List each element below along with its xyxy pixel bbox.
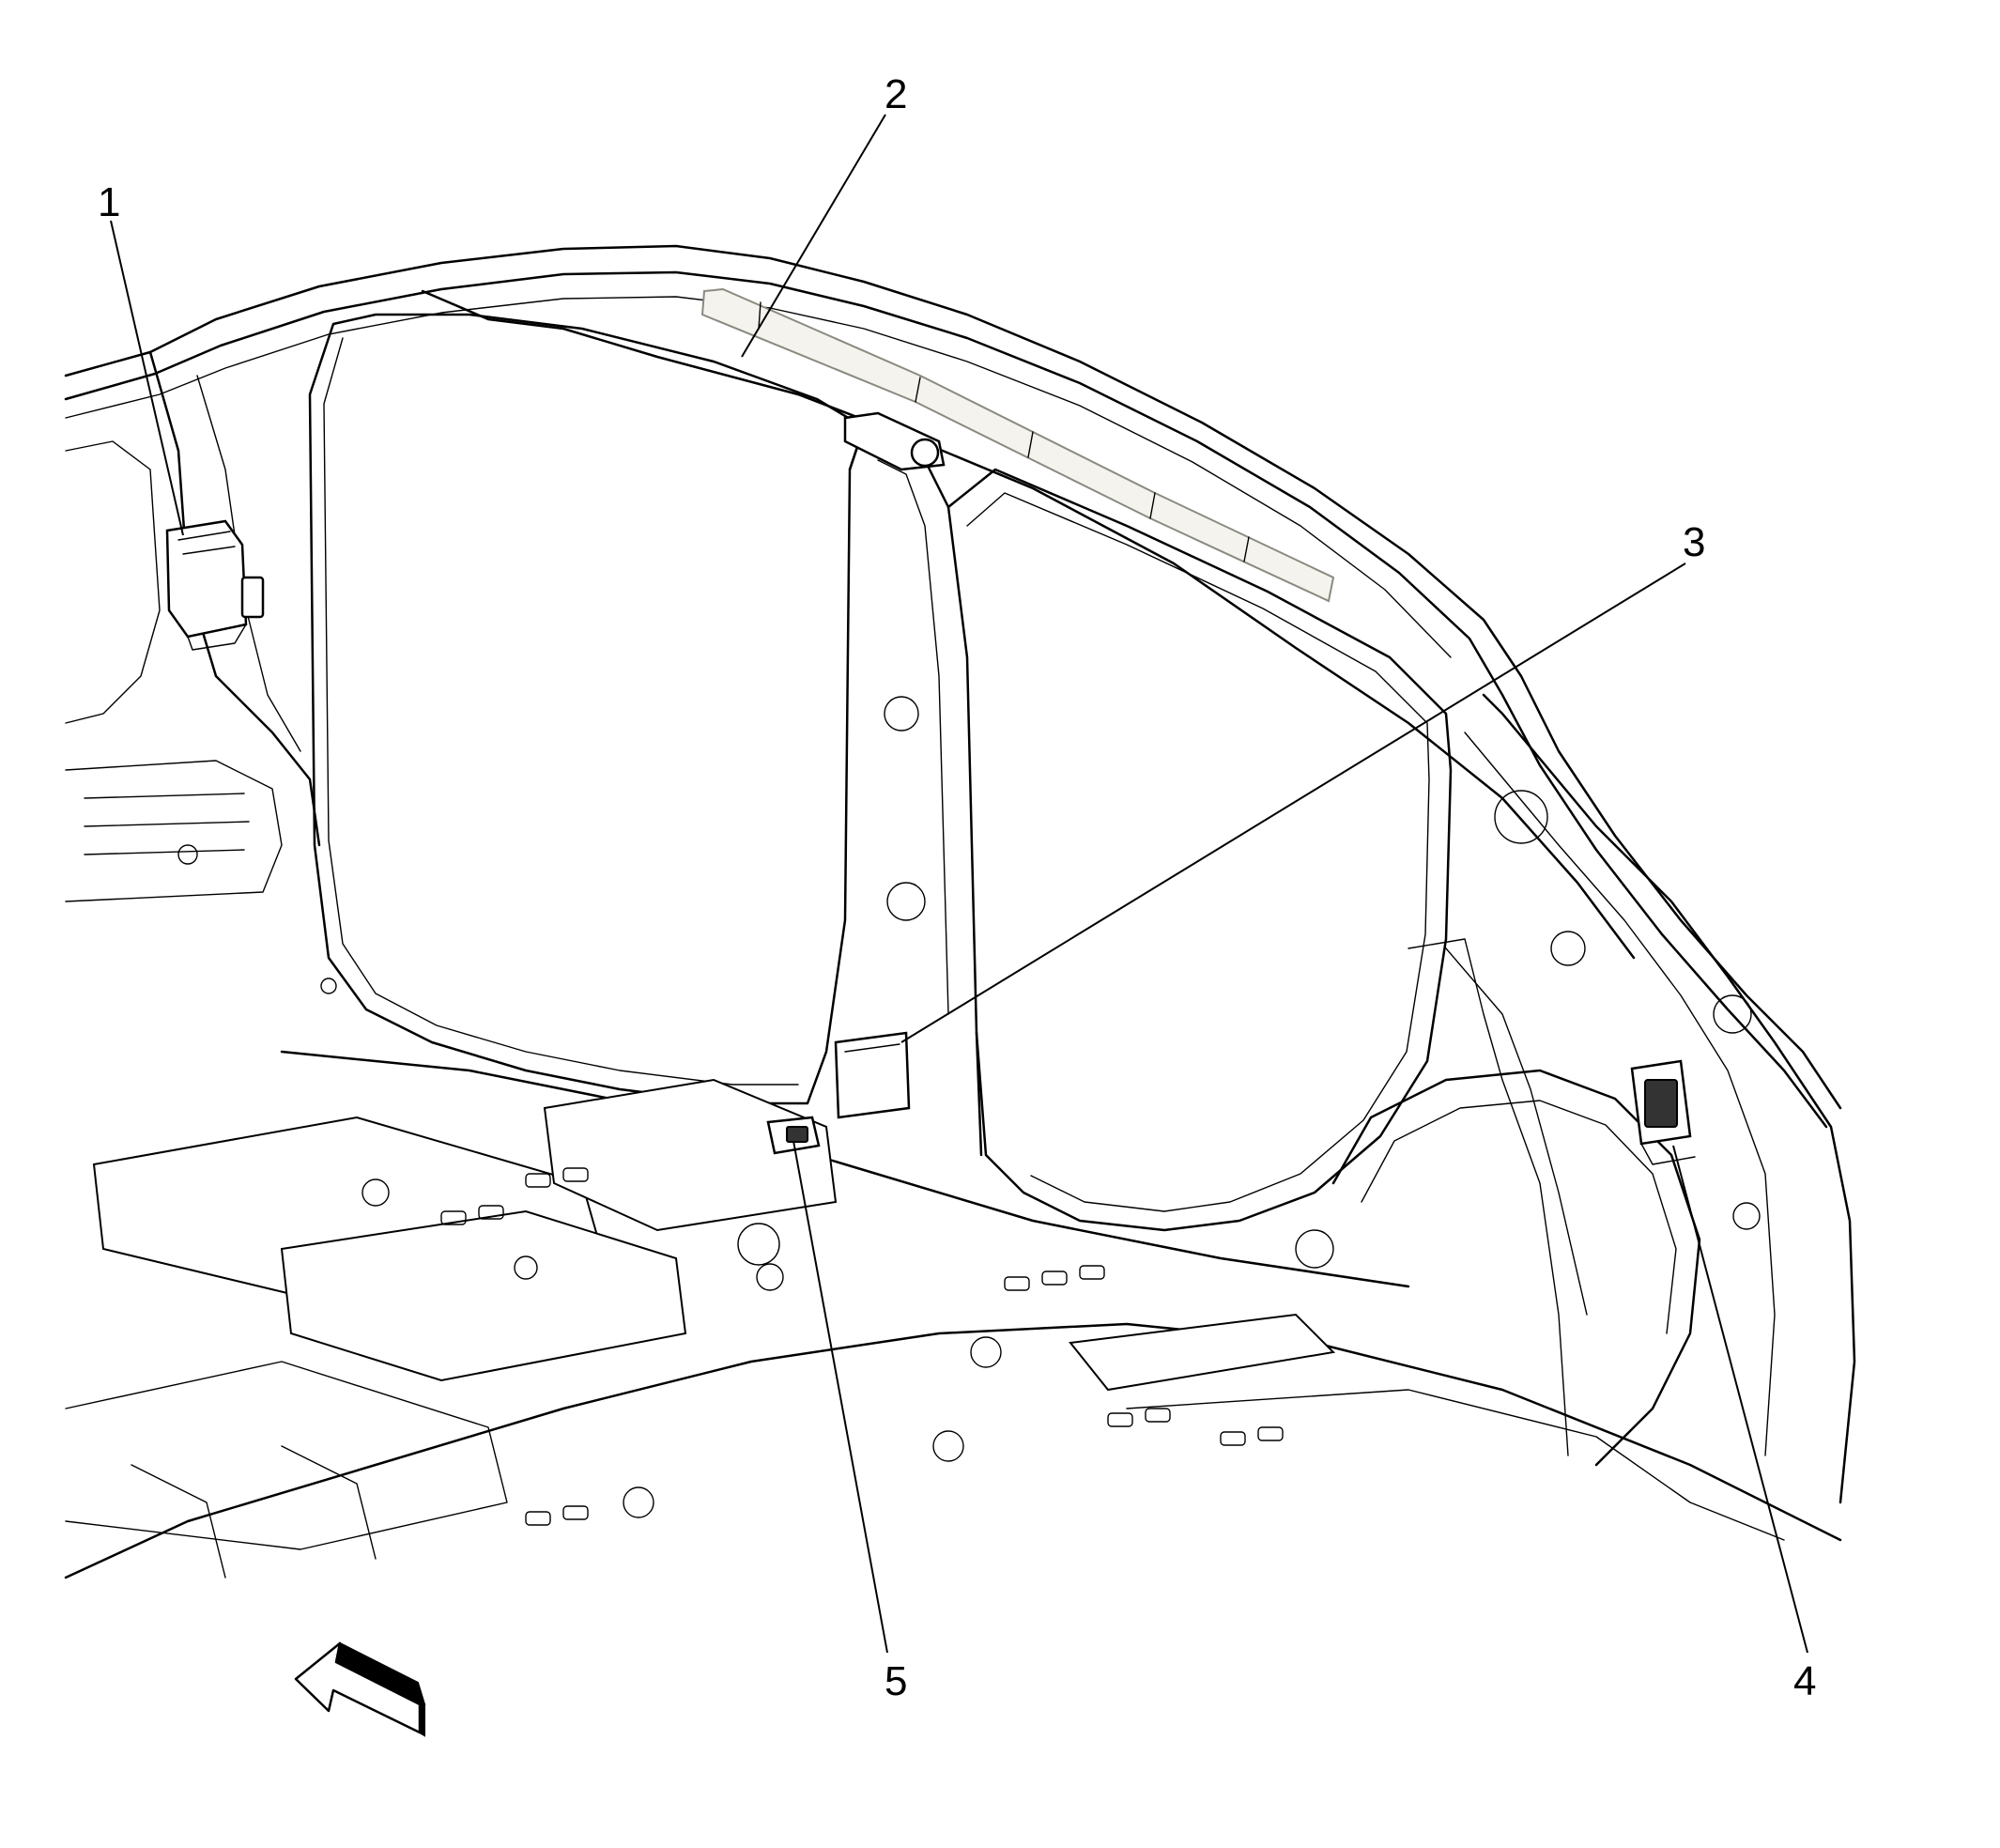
mounting-hole xyxy=(1550,931,1586,966)
leader-line-4 xyxy=(1672,1145,1808,1654)
mounting-hole xyxy=(884,696,919,732)
roof-rail-lower xyxy=(65,296,1452,658)
floor-pan-edge xyxy=(64,1322,1842,1579)
callout-3: 3 xyxy=(1683,519,1705,565)
mounting-hole xyxy=(514,1255,538,1280)
callout-2: 2 xyxy=(885,71,907,117)
a-pillar xyxy=(148,350,321,847)
curtain-airbag xyxy=(700,287,1335,603)
module-3 xyxy=(834,1031,911,1119)
front-door-opening xyxy=(308,313,866,1105)
floor-stringer xyxy=(65,1361,508,1550)
left-dash-panel xyxy=(65,760,283,902)
module-2 xyxy=(843,411,946,471)
airbag-seam xyxy=(1149,492,1156,519)
tunnel-brace xyxy=(1069,1313,1336,1392)
airbag-seam xyxy=(915,377,921,403)
airbag-seam xyxy=(758,301,762,330)
rear-floor-section xyxy=(1126,1389,1785,1541)
mounting-hole xyxy=(970,1336,1002,1368)
module-5 xyxy=(766,1116,821,1155)
mounting-hole xyxy=(1494,790,1548,844)
airbag-seam xyxy=(1243,536,1250,562)
leader-line-2 xyxy=(741,114,886,358)
roof-rail-inner xyxy=(64,270,1828,1129)
cross-member-3 xyxy=(543,1078,838,1232)
floor-sill xyxy=(280,1050,1410,1288)
callout-4: 4 xyxy=(1793,1658,1816,1704)
rear-door-opening xyxy=(946,468,1453,1232)
cross-member-2 xyxy=(280,1209,687,1382)
mounting-hole xyxy=(756,1263,784,1291)
module-1 xyxy=(165,519,265,651)
mounting-hole xyxy=(1713,994,1752,1034)
mounting-hole xyxy=(320,978,337,994)
callouts: 1 2 3 4 5 xyxy=(98,71,1816,1704)
floor-slots xyxy=(440,1167,1284,1526)
b-pillar-inner xyxy=(877,459,949,1015)
airbag-seam xyxy=(1027,431,1034,458)
mounting-hole xyxy=(932,1430,964,1462)
callout-1: 1 xyxy=(98,179,120,225)
arrow-icon xyxy=(294,1641,426,1737)
rear-wheelhouse-inner xyxy=(1361,1100,1677,1334)
rear-quarter-brace-2 xyxy=(1445,947,1588,1316)
mounting-hole xyxy=(886,882,926,921)
left-edge-panel xyxy=(65,440,161,724)
rear-quarter-brace xyxy=(1408,938,1569,1456)
leader-lines xyxy=(110,114,1808,1654)
leader-line-3 xyxy=(900,562,1686,1043)
left-dash-panel-detail xyxy=(84,793,250,855)
mounting-hole xyxy=(177,844,198,865)
mounting-hole xyxy=(623,1486,654,1518)
leader-line-1 xyxy=(110,220,184,536)
wiring-harness xyxy=(421,289,1636,960)
front-door-opening-inner xyxy=(323,337,799,1086)
c-pillar-inner xyxy=(1464,732,1776,1456)
mounting-hole xyxy=(737,1223,780,1266)
callout-5: 5 xyxy=(885,1658,907,1704)
rear-door-opening-inner xyxy=(966,492,1430,1212)
mounting-hole xyxy=(1295,1229,1334,1269)
floor-stringer-2 xyxy=(131,1445,377,1578)
leader-line-5 xyxy=(792,1140,888,1654)
mounting-hole xyxy=(1732,1202,1761,1230)
module-4 xyxy=(1630,1059,1696,1165)
mounting-hole xyxy=(362,1178,390,1207)
c-pillar xyxy=(1482,693,1856,1504)
vehicle-body xyxy=(64,244,1856,1579)
